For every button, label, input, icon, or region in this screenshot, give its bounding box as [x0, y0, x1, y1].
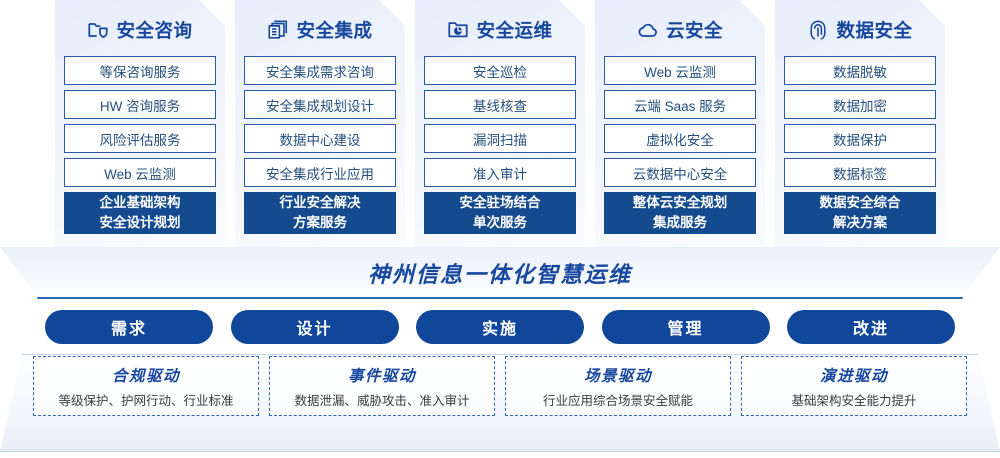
- column-summary[interactable]: 安全驻场结合 单次服务: [424, 192, 576, 234]
- column-title: 安全咨询: [116, 20, 193, 41]
- driver-description: 数据泄漏、威胁攻击、准入审计: [294, 393, 470, 408]
- service-item[interactable]: 数据保护: [784, 124, 936, 153]
- stacked-documents-icon: [267, 19, 289, 41]
- capability-column-security-operations[interactable]: 安全运维 安全巡检 基线核查 漏洞扫描 准入审计 安全驻场结合 单次服务: [415, 0, 585, 252]
- summary-line: 方案服务: [293, 215, 347, 230]
- folder-shield-icon: [87, 19, 109, 41]
- service-item[interactable]: 数据标签: [784, 158, 936, 187]
- driver-title: 场景驱动: [583, 367, 652, 385]
- service-item[interactable]: 安全集成需求咨询: [244, 56, 396, 85]
- service-item[interactable]: 数据加密: [784, 90, 936, 119]
- column-header: 安全咨询: [64, 10, 216, 50]
- column-title: 安全集成: [296, 20, 373, 41]
- driver-title: 事件驱动: [347, 367, 416, 385]
- driver-card-evolution[interactable]: 演进驱动 基础架构安全能力提升: [741, 356, 967, 416]
- column-title: 安全运维: [476, 20, 553, 41]
- driver-description: 等级保护、护网行动、行业标准: [58, 393, 234, 408]
- driver-description: 基础架构安全能力提升: [791, 393, 917, 408]
- summary-line: 解决方案: [833, 215, 887, 230]
- column-header: 数据安全: [784, 10, 936, 50]
- column-title: 云安全: [665, 20, 723, 41]
- phase-pill-implementation[interactable]: 实施: [416, 310, 584, 344]
- service-item[interactable]: 云数据中心安全: [604, 158, 756, 187]
- cloud-icon: [637, 19, 659, 41]
- column-header: 云安全: [604, 10, 756, 50]
- phase-pill-management[interactable]: 管理: [601, 310, 770, 344]
- summary-line: 行业安全解决: [279, 195, 361, 211]
- column-summary[interactable]: 整体云安全规划 集成服务: [604, 192, 756, 234]
- service-item[interactable]: 数据脱敏: [784, 56, 936, 85]
- summary-line: 集成服务: [653, 215, 707, 230]
- service-item[interactable]: 漏洞扫描: [424, 124, 576, 153]
- folder-chart-icon: [447, 19, 469, 41]
- drivers-row: 合规驱动 等级保护、护网行动、行业标准 事件驱动 数据泄漏、威胁攻击、准入审计 …: [0, 356, 1000, 446]
- service-item[interactable]: 安全集成行业应用: [244, 158, 396, 187]
- capability-column-security-consulting[interactable]: 安全咨询 等保咨询服务 HW 咨询服务 风险评估服务 Web 云监测 企业基础架…: [55, 0, 225, 252]
- service-item[interactable]: 风险评估服务: [64, 124, 216, 153]
- column-header: 安全运维: [424, 10, 576, 50]
- service-item[interactable]: 数据中心建设: [244, 124, 396, 153]
- column-summary[interactable]: 数据安全综合 解决方案: [784, 192, 936, 234]
- service-item[interactable]: 虚拟化安全: [604, 124, 756, 153]
- fingerprint-icon: [807, 19, 829, 41]
- phase-pill-design[interactable]: 设计: [230, 310, 399, 344]
- service-item[interactable]: 云端 Saas 服务: [604, 90, 756, 119]
- column-header: 安全集成: [244, 10, 396, 50]
- service-item[interactable]: 安全巡检: [424, 56, 576, 85]
- driver-description: 行业应用综合场景安全赋能: [542, 393, 693, 408]
- summary-line: 企业基础架构: [99, 195, 181, 211]
- column-summary[interactable]: 企业基础架构 安全设计规划: [64, 192, 216, 234]
- summary-line: 单次服务: [473, 215, 527, 230]
- service-item[interactable]: Web 云监测: [604, 56, 756, 85]
- capability-column-data-security[interactable]: 数据安全 数据脱敏 数据加密 数据保护 数据标签 数据安全综合 解决方案: [775, 0, 945, 252]
- service-item[interactable]: 安全集成规划设计: [244, 90, 396, 119]
- service-item[interactable]: 等保咨询服务: [64, 56, 216, 85]
- driver-card-incident[interactable]: 事件驱动 数据泄漏、威胁攻击、准入审计: [269, 356, 495, 416]
- service-item[interactable]: HW 咨询服务: [64, 90, 216, 119]
- capability-columns: 安全咨询 等保咨询服务 HW 咨询服务 风险评估服务 Web 云监测 企业基础架…: [0, 0, 1000, 252]
- driver-card-scenario[interactable]: 场景驱动 行业应用综合场景安全赋能: [505, 356, 731, 416]
- capability-column-security-integration[interactable]: 安全集成 安全集成需求咨询 安全集成规划设计 数据中心建设 安全集成行业应用 行…: [235, 0, 405, 252]
- capability-column-cloud-security[interactable]: 云安全 Web 云监测 云端 Saas 服务 虚拟化安全 云数据中心安全 整体云…: [595, 0, 765, 252]
- service-item[interactable]: 准入审计: [424, 158, 576, 187]
- phase-pill-improvement[interactable]: 改进: [787, 310, 955, 344]
- column-title: 数据安全: [836, 20, 913, 41]
- phase-pill-requirement[interactable]: 需求: [45, 310, 213, 344]
- lifecycle-phases: 需求 设计 实施 管理 改进: [0, 310, 1000, 344]
- service-item[interactable]: Web 云监测: [64, 158, 216, 187]
- summary-line: 安全驻场结合: [459, 195, 541, 211]
- summary-line: 数据安全综合: [819, 195, 901, 211]
- service-item[interactable]: 基线核查: [424, 90, 576, 119]
- summary-line: 安全设计规划: [99, 215, 181, 230]
- driver-card-compliance[interactable]: 合规驱动 等级保护、护网行动、行业标准: [33, 356, 259, 416]
- summary-line: 整体云安全规划: [632, 195, 728, 211]
- driver-title: 合规驱动: [111, 367, 180, 385]
- platform-banner: [0, 247, 1000, 299]
- column-summary[interactable]: 行业安全解决 方案服务: [244, 192, 396, 234]
- driver-title: 演进驱动: [819, 367, 888, 385]
